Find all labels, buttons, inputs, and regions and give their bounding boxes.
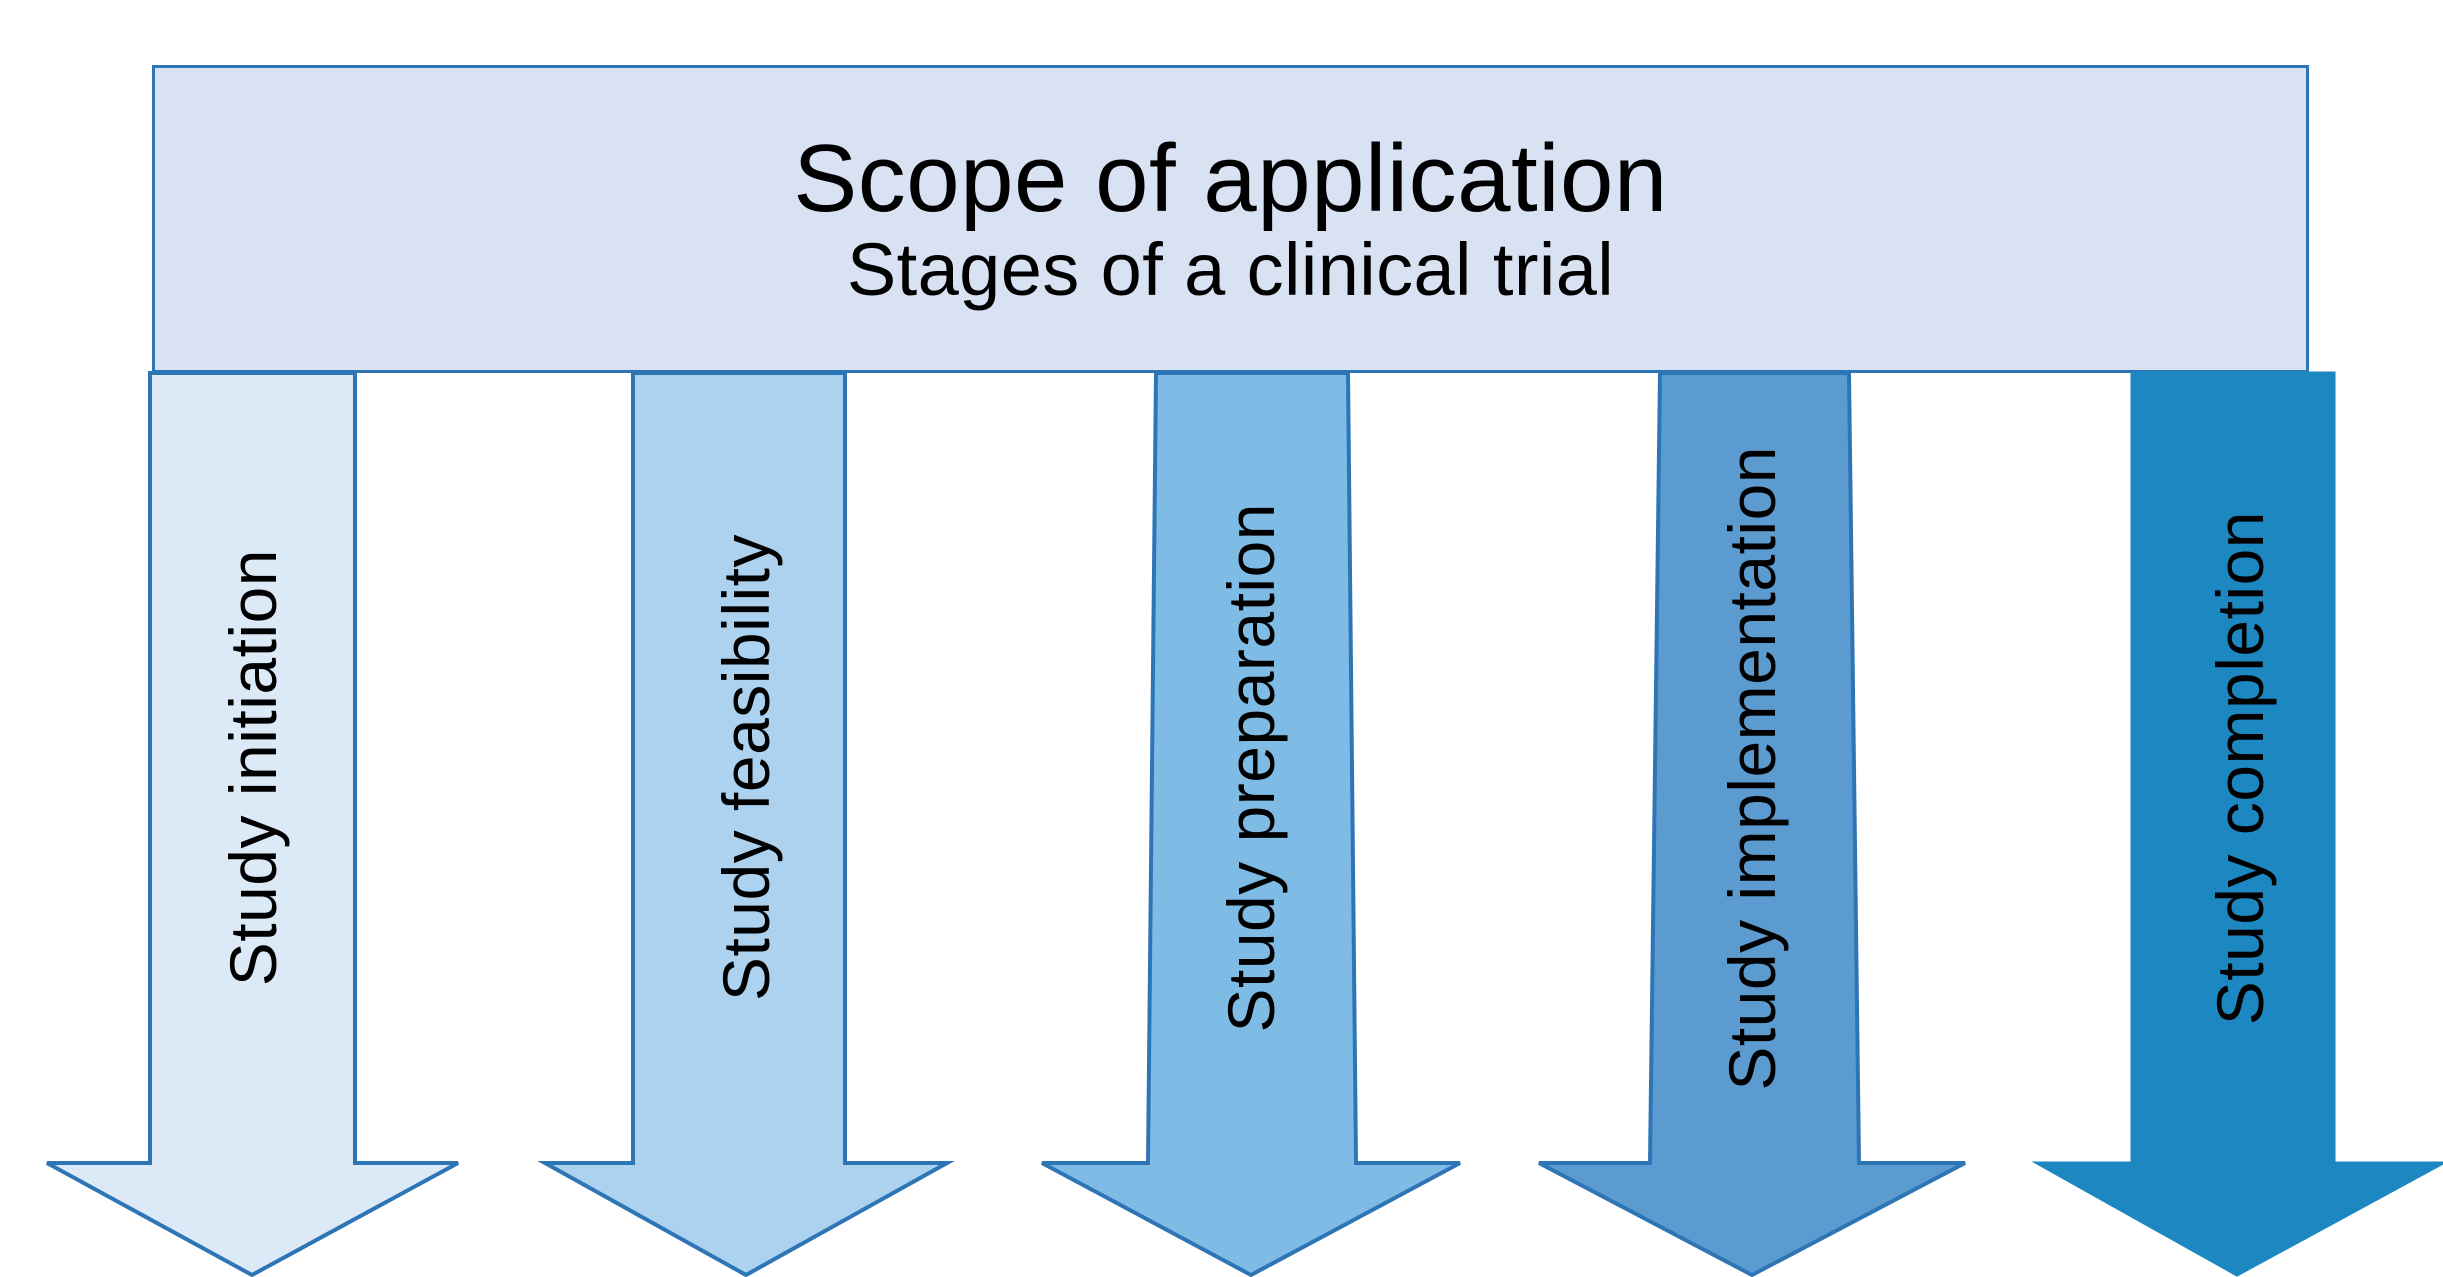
scope-header-box: Scope of application Stages of a clinica… xyxy=(152,65,2309,373)
down-arrow-icon xyxy=(1041,371,1461,1277)
stage-arrow-study-preparation[interactable]: Study preparation xyxy=(1041,371,1461,1277)
stage-arrow-study-implementation[interactable]: Study implementation xyxy=(1538,371,1966,1277)
stage-arrow-study-completion[interactable]: Study completion xyxy=(2031,371,2443,1277)
stage-arrow-row: Study initiation Study feasibility Study… xyxy=(0,371,2443,1277)
stage-arrow-study-feasibility[interactable]: Study feasibility xyxy=(537,371,955,1277)
page-subtitle: Stages of a clinical trial xyxy=(846,228,1615,311)
down-arrow-icon xyxy=(537,371,955,1277)
down-arrow-icon xyxy=(1538,371,1966,1277)
page-title: Scope of application xyxy=(793,125,1668,232)
down-arrow-icon xyxy=(2031,371,2443,1277)
down-arrow-icon xyxy=(46,371,459,1277)
stage-arrow-study-initiation[interactable]: Study initiation xyxy=(46,371,459,1277)
